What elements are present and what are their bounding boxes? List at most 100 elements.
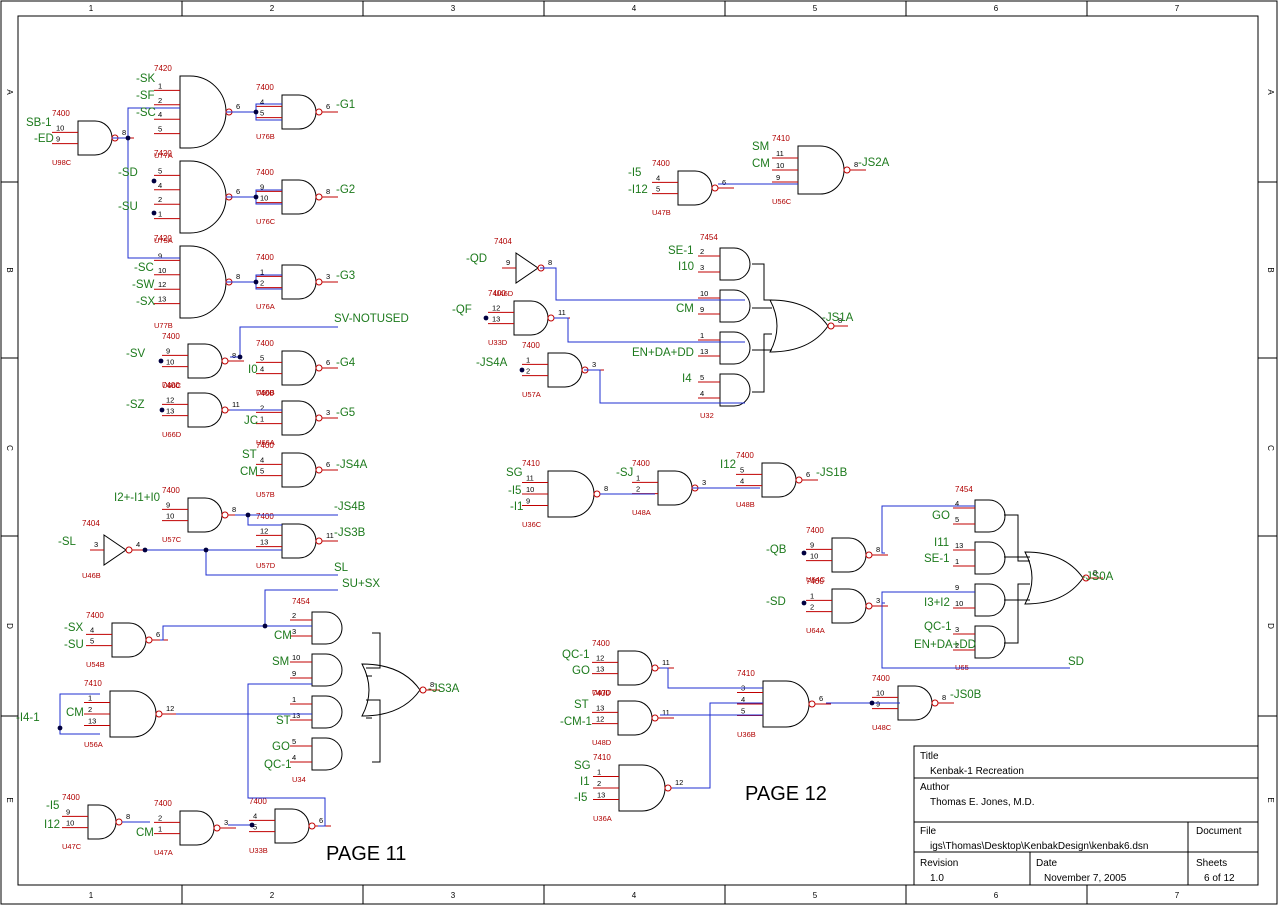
svg-text:4: 4 <box>136 540 140 549</box>
svg-text:10: 10 <box>526 485 534 494</box>
net-label: CM <box>66 707 84 719</box>
net-label: -QB <box>766 544 787 556</box>
author-label: Author <box>920 782 950 793</box>
svg-text:3: 3 <box>224 818 228 827</box>
svg-text:7410: 7410 <box>593 753 611 762</box>
net-label: GO <box>272 741 290 753</box>
net-label: SV-NOTUSED <box>334 313 409 325</box>
row-tick-right: D <box>1266 623 1275 629</box>
sheets-label: Sheets <box>1196 858 1227 869</box>
svg-text:6: 6 <box>326 358 330 367</box>
col-tick-bottom: 1 <box>89 891 94 900</box>
svg-text:13: 13 <box>88 717 96 726</box>
net-label: -SW <box>132 279 155 291</box>
svg-text:13: 13 <box>292 711 300 720</box>
svg-text:2: 2 <box>88 705 92 714</box>
svg-text:7404: 7404 <box>82 519 100 528</box>
svg-text:7400: 7400 <box>256 253 274 262</box>
logic-gates: 81097400U98C612457420U77A6457400U76B6542… <box>52 64 1103 857</box>
svg-text:U57B: U57B <box>256 490 275 499</box>
svg-text:9: 9 <box>158 251 162 260</box>
wire <box>255 112 282 121</box>
svg-text:7400: 7400 <box>806 526 824 535</box>
svg-text:U47B: U47B <box>652 208 671 217</box>
svg-text:5: 5 <box>90 637 94 646</box>
svg-text:U54B: U54B <box>86 660 105 669</box>
svg-text:U76B: U76B <box>256 132 275 141</box>
svg-text:7400: 7400 <box>249 797 267 806</box>
wire <box>226 274 282 283</box>
net-label: SL <box>334 562 349 574</box>
net-label: -SD <box>118 167 138 179</box>
svg-text:2: 2 <box>526 367 530 376</box>
svg-text:9: 9 <box>56 135 60 144</box>
net-label: -SC <box>136 107 156 119</box>
svg-text:2: 2 <box>636 485 640 494</box>
net-label: ST <box>574 699 589 711</box>
svg-text:6: 6 <box>156 630 160 639</box>
net-label: EN+DA+DD <box>914 639 976 651</box>
svg-text:8: 8 <box>126 812 130 821</box>
title-label: Title <box>920 751 939 762</box>
svg-text:6: 6 <box>236 187 240 196</box>
svg-text:U75A: U75A <box>154 236 173 245</box>
svg-text:10: 10 <box>166 512 174 521</box>
svg-text:2: 2 <box>700 247 704 256</box>
wire <box>584 369 745 404</box>
svg-text:8: 8 <box>232 351 236 360</box>
svg-text:U47D: U47D <box>592 688 612 697</box>
svg-text:10: 10 <box>166 358 174 367</box>
svg-text:8: 8 <box>326 187 330 196</box>
svg-text:7400: 7400 <box>62 793 80 802</box>
svg-text:9: 9 <box>260 182 264 191</box>
net-label: -SZ <box>126 399 145 411</box>
svg-text:U34: U34 <box>292 775 306 784</box>
svg-text:9: 9 <box>955 583 959 592</box>
net-label: -JS4B <box>334 501 366 513</box>
svg-text:5: 5 <box>260 467 264 476</box>
svg-text:7400: 7400 <box>592 689 610 698</box>
wire <box>112 107 180 139</box>
net-label: SB-1 <box>26 117 52 129</box>
svg-text:U47C: U47C <box>62 842 82 851</box>
col-tick-bottom: 4 <box>632 891 637 900</box>
svg-text:9: 9 <box>66 807 70 816</box>
col-tick-bottom: 5 <box>813 891 818 900</box>
row-tick-left: D <box>5 623 14 629</box>
svg-text:7400: 7400 <box>632 459 650 468</box>
svg-text:1: 1 <box>955 557 959 566</box>
svg-text:9: 9 <box>776 173 780 182</box>
wire <box>59 693 100 714</box>
author-value: Thomas E. Jones, M.D. <box>930 797 1034 808</box>
svg-text:5: 5 <box>955 515 959 524</box>
svg-text:10: 10 <box>292 653 300 662</box>
svg-text:10: 10 <box>810 552 818 561</box>
net-label: -G5 <box>336 407 355 419</box>
svg-text:U46B: U46B <box>82 571 101 580</box>
svg-text:8: 8 <box>122 128 126 137</box>
svg-text:1: 1 <box>636 473 640 482</box>
svg-text:2: 2 <box>597 779 601 788</box>
net-label: -SX <box>136 296 156 308</box>
net-label: -I5 <box>46 800 59 812</box>
svg-text:7410: 7410 <box>737 669 755 678</box>
svg-text:1: 1 <box>158 81 162 90</box>
aoi-internal-lines <box>366 263 1030 763</box>
svg-text:11: 11 <box>776 149 784 158</box>
svg-text:4: 4 <box>292 753 296 762</box>
svg-text:8: 8 <box>236 272 240 281</box>
svg-text:U56C: U56C <box>772 197 792 206</box>
